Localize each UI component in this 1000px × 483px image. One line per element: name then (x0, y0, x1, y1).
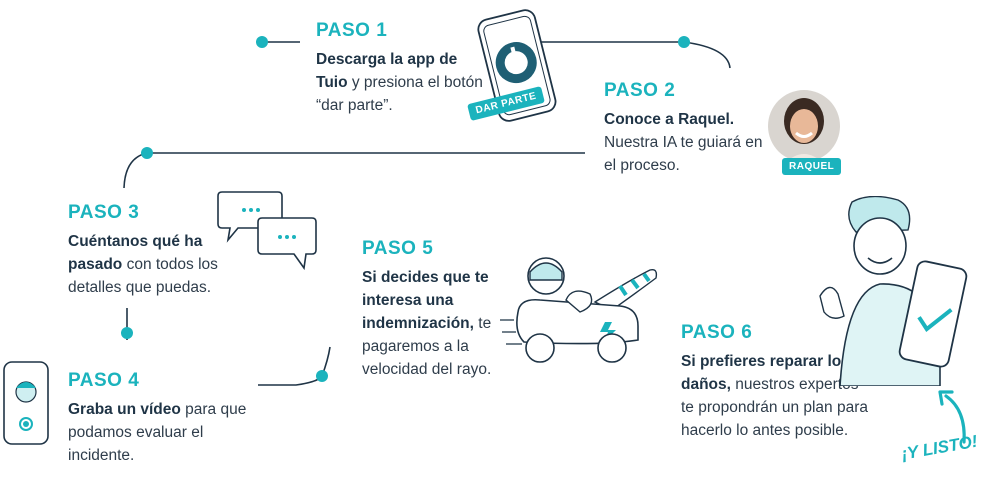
step-4-bold: Graba un vídeo (68, 401, 181, 418)
step-2-bold: Conoce a Raquel. (604, 111, 735, 128)
raccoon-scooter-illustration (500, 257, 658, 363)
step-2-rest: Nuestra IA te guiará en el proceso. (604, 134, 763, 174)
step-4-rest: para que podamos evaluar el incidente. (68, 401, 247, 464)
phone-video-icon (3, 361, 49, 445)
step-5-text: Si decides que te interesa una indemniza… (362, 266, 522, 381)
step-5-rest: te pagaremos a la velocidad del rayo. (362, 315, 492, 378)
raquel-badge: RAQUEL (782, 158, 842, 175)
person-phone-illustration (819, 196, 968, 386)
step-3-bold: Cuéntanos qué ha pasado (68, 233, 203, 273)
step-3: PASO 3 Cuéntanos qué ha pasado con todos… (68, 202, 248, 299)
step-4: PASO 4 Graba un vídeo para que podamos e… (68, 370, 258, 467)
step-1-text: Descarga la app de Tuio y presiona el bo… (316, 48, 486, 117)
step-6-title: PASO 6 (681, 322, 753, 343)
chat-bubbles-icon (217, 191, 317, 271)
step-6: PASO 6 Si prefieres reparar los daños, n… (681, 322, 871, 442)
step-1: PASO 1 Descarga la app de Tuio y presion… (316, 20, 486, 117)
step-2-title: PASO 2 (604, 80, 676, 101)
step-3-text: Cuéntanos qué ha pasado con todos los de… (68, 230, 248, 299)
curved-arrow-icon (938, 390, 966, 444)
step-5-title: PASO 5 (362, 238, 434, 259)
step-2: PASO 2 Conoce a Raquel. Nuestra IA te gu… (604, 80, 764, 177)
step-5-bold: Si decides que te interesa una indemniza… (362, 269, 489, 332)
step-1-title: PASO 1 (316, 20, 388, 41)
step-4-title: PASO 4 (68, 370, 140, 391)
step-3-title: PASO 3 (68, 202, 140, 223)
step-2-text: Conoce a Raquel. Nuestra IA te guiará en… (604, 108, 764, 177)
step-1-rest: y presiona el botón “dar parte”. (316, 74, 483, 114)
step-3-rest: con todos los detalles que puedas. (68, 256, 218, 296)
step-1-bold: Descarga la app de Tuio (316, 51, 458, 91)
step-6-rest: nuestros expertos te propondrán un plan … (681, 376, 869, 439)
step-5: PASO 5 Si decides que te interesa una in… (362, 238, 522, 381)
raquel-avatar (768, 90, 840, 164)
step-6-text: Si prefieres reparar los daños, nuestros… (681, 350, 871, 442)
step-6-bold: Si prefieres reparar los daños, (681, 353, 850, 393)
step-4-text: Graba un vídeo para que podamos evaluar … (68, 398, 258, 467)
